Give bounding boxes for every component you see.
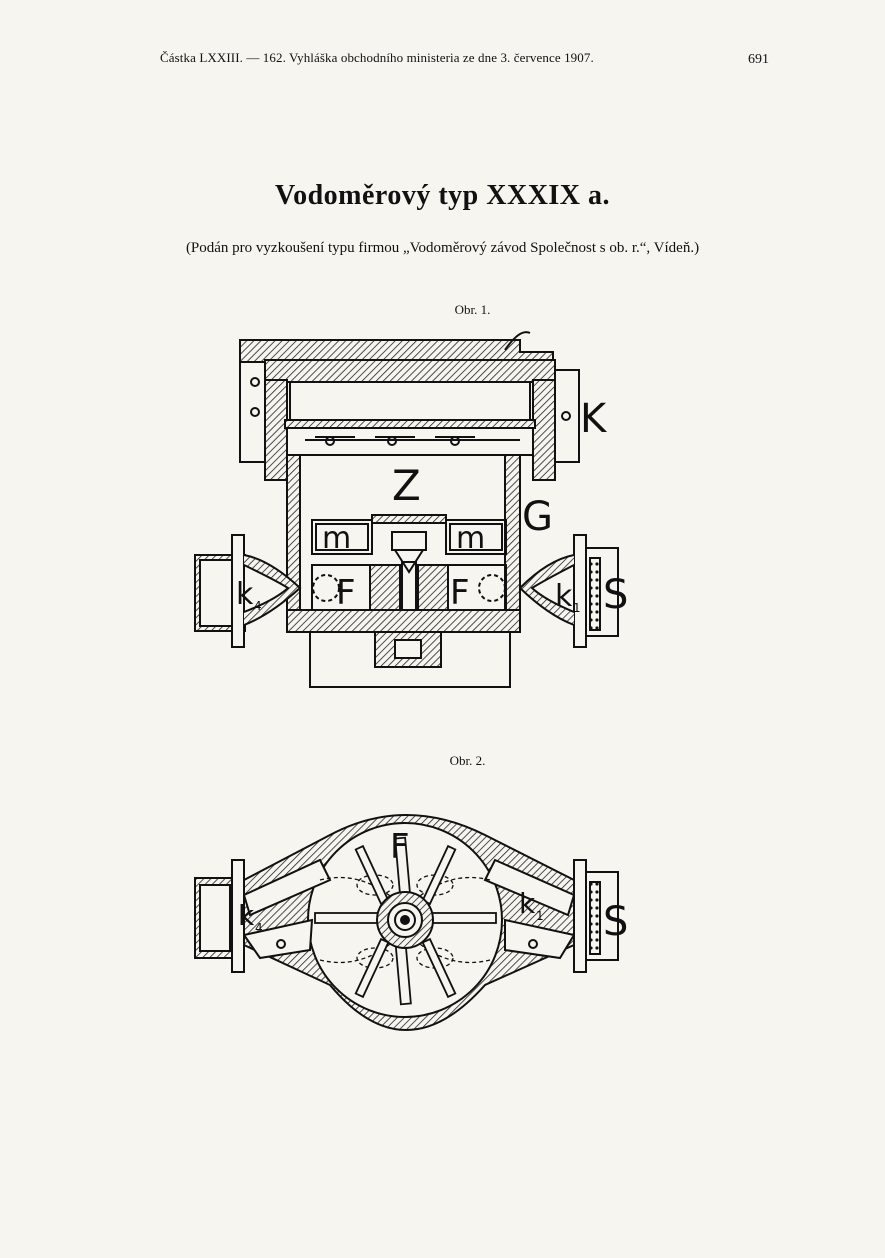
figure-2-drawing — [194, 814, 619, 1031]
figure-1-drawing — [194, 331, 619, 688]
fig1-label-z: Z — [392, 461, 421, 510]
fig2-label-s: S — [603, 899, 628, 945]
fig1-label-m-right: m — [456, 521, 485, 556]
page-number: 691 — [748, 52, 769, 67]
fig1-label-f-left: F — [336, 573, 356, 613]
fig2-label-f: F — [390, 827, 410, 867]
fig1-label-k1-sub: 1 — [573, 601, 581, 615]
fig1-label-k4: k — [236, 577, 254, 612]
running-head: Částka LXXIII. — 162. Vyhláška obchodníh… — [160, 50, 594, 65]
fig2-label-k4: k — [238, 899, 255, 932]
fig1-label-f-right: F — [450, 573, 470, 613]
fig2-label-k1: k — [519, 887, 536, 920]
fig2-label-k4-sub: 4 — [255, 921, 263, 935]
document-subtitle: (Podán pro vyzkoušení typu firmou „Vodom… — [185, 240, 700, 256]
fig1-label-m-left: m — [322, 521, 351, 556]
fig1-label-g: G — [522, 494, 553, 540]
fig1-label-k1: k — [555, 579, 573, 614]
figure-2-caption: Obr. 2. — [449, 753, 486, 768]
fig1-label-s: S — [603, 572, 628, 618]
fig2-label-k1-sub: 1 — [536, 909, 544, 923]
figure-1-caption: Obr. 1. — [454, 302, 491, 317]
fig1-label-k4-sub: 4 — [254, 599, 262, 613]
fig1-label-k: K — [580, 396, 608, 442]
document-title: Vodoměrový typ XXXIX a. — [274, 180, 611, 211]
